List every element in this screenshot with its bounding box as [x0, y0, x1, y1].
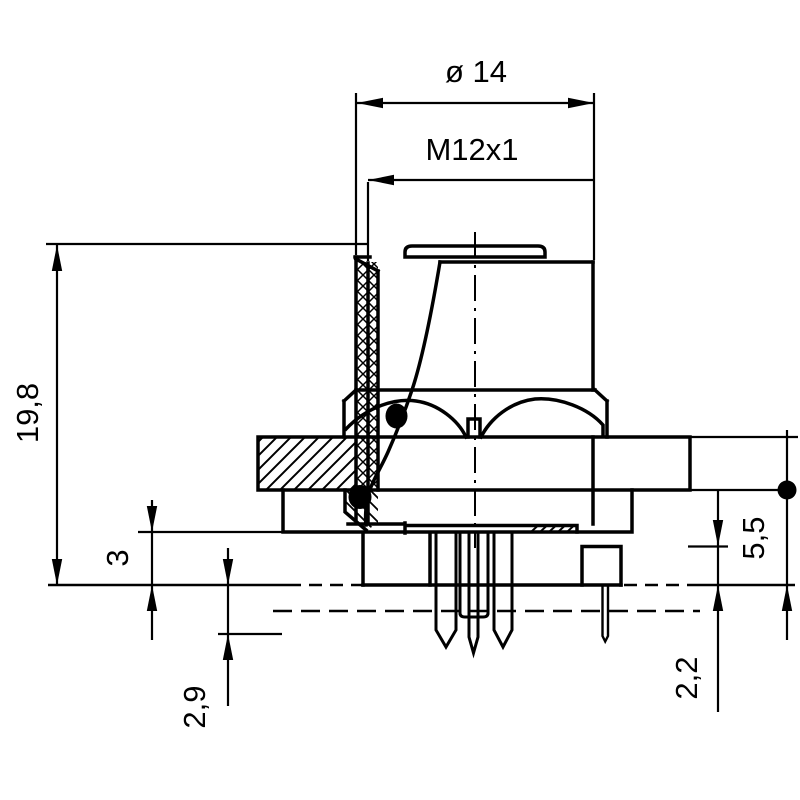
rear-shell-strip [346, 521, 579, 535]
arrow-thread-left [368, 174, 394, 186]
dimension-arrows [51, 97, 797, 660]
arrow-step-bottom [712, 585, 724, 611]
arrow-height-bottom [51, 559, 63, 585]
pin-flat-side [601, 583, 610, 645]
o-ring-lower [348, 485, 372, 509]
arrow-board-up [781, 585, 793, 611]
label-step-height: 2,2 [669, 656, 704, 699]
arrow-flange-top [146, 506, 158, 532]
arrow-pin-bottom [222, 634, 234, 660]
datum-dot [777, 480, 797, 500]
hex-collar [341, 387, 610, 439]
panel-section-hatch [258, 437, 356, 490]
arrow-height-top [51, 245, 63, 271]
arrow-dia14-right [568, 97, 594, 109]
top-cap [403, 244, 547, 259]
pin-center [467, 531, 480, 659]
dimension-labels: ø 14 M12x1 19,8 3 2,9 5,5 2,2 [10, 54, 771, 729]
insert-right-block [580, 544, 623, 587]
strip-hatch-ticks [529, 524, 576, 534]
hex-facet-right-arc [478, 397, 605, 440]
pin-right [492, 531, 514, 651]
label-panel-to-board: 5,5 [736, 516, 771, 559]
center-lines [273, 232, 700, 613]
pin-left [434, 531, 458, 650]
insert-left-block [361, 531, 432, 587]
arrow-flange-bottom [146, 585, 158, 611]
hex-facet-left-arc [343, 398, 469, 440]
label-diameter: ø 14 [445, 54, 507, 89]
solder-pins [434, 531, 610, 659]
o-ring-upper [385, 403, 408, 429]
label-pin-protrusion: 2,9 [177, 685, 212, 728]
label-thread: M12x1 [425, 132, 518, 167]
label-flange-to-board: 3 [100, 549, 135, 566]
arrow-pin-top [222, 559, 234, 585]
pin-center-socket [458, 531, 490, 619]
label-overall-height: 19,8 [10, 383, 45, 443]
arrow-step-top [712, 520, 724, 546]
o-ring-seals [348, 403, 408, 509]
arrow-dia14-left [357, 97, 383, 109]
